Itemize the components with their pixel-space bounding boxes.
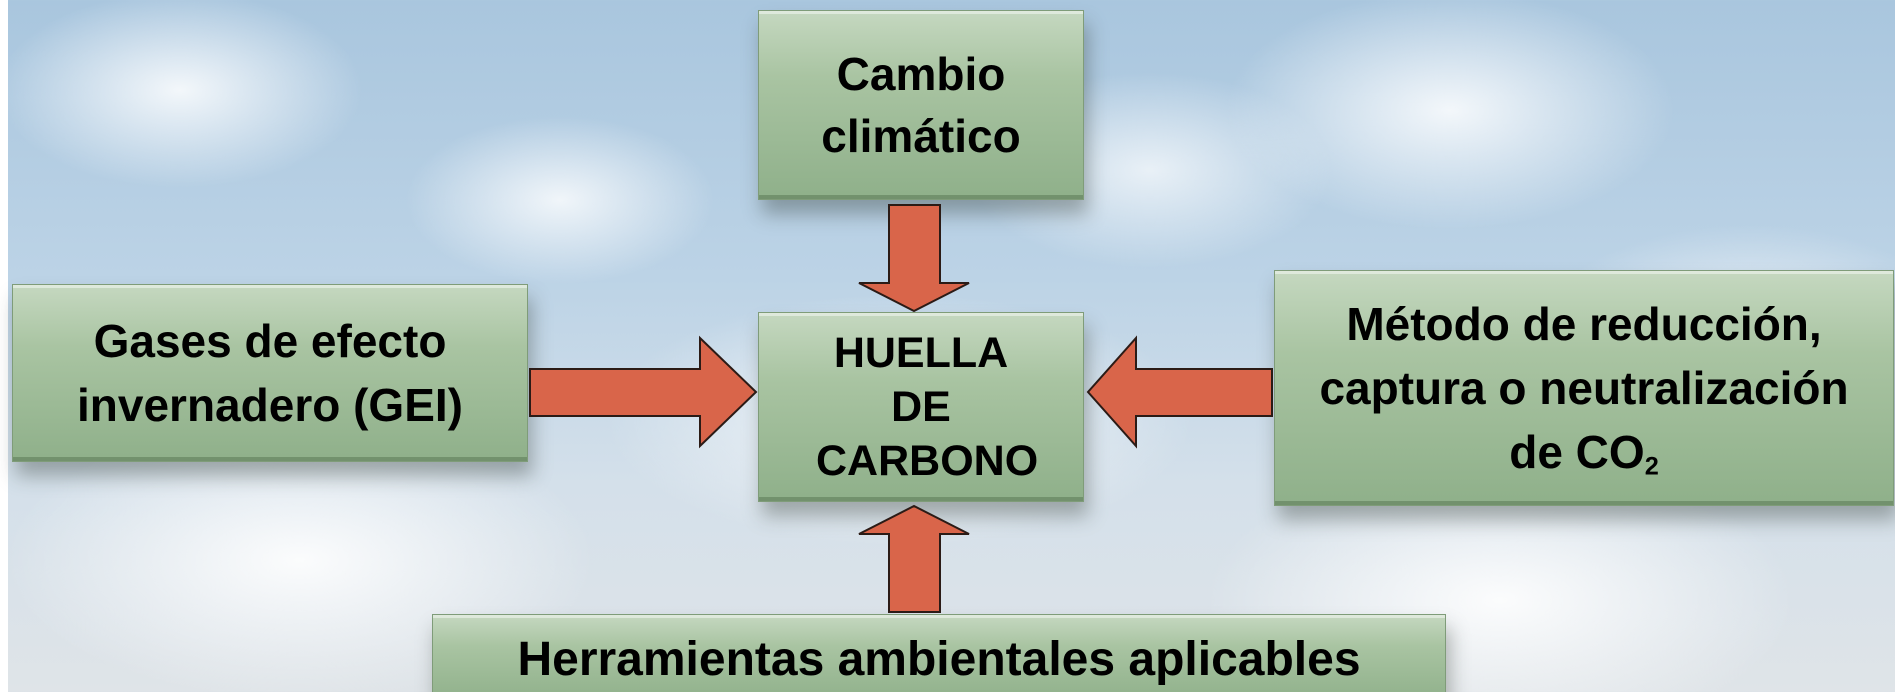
node-huella-de-carbono: HUELLA DE CARBONO [758, 312, 1084, 502]
node-metodo-label: Método de reducción, captura o neutraliz… [1319, 298, 1849, 478]
arrow-metodo-to-huella [1086, 335, 1273, 449]
node-metodo-subscript: 2 [1644, 452, 1659, 481]
node-gases-efecto-invernadero: Gases de efecto invernadero (GEI) [12, 284, 528, 462]
arrow-cambio-to-huella [858, 204, 970, 313]
node-herramientas-ambientales: Herramientas ambientales aplicables [432, 614, 1446, 692]
left-border-strip [0, 0, 8, 692]
arrow-gases-to-huella [529, 335, 758, 449]
node-huella-de-carbono-label: HUELLA DE CARBONO [816, 329, 1039, 485]
node-metodo-reduccion: Método de reducción, captura o neutraliz… [1274, 270, 1894, 506]
node-cambio-climatico-label: Cambio climático [821, 48, 1021, 162]
node-herramientas-label: Herramientas ambientales aplicables [517, 633, 1361, 686]
node-cambio-climatico: Cambio climático [758, 10, 1084, 200]
arrow-herramientas-to-huella [858, 504, 970, 613]
node-metodo-label-wrapper: Método de reducción, captura o neutraliz… [1294, 292, 1874, 484]
node-gases-label: Gases de efecto invernadero (GEI) [77, 315, 463, 431]
